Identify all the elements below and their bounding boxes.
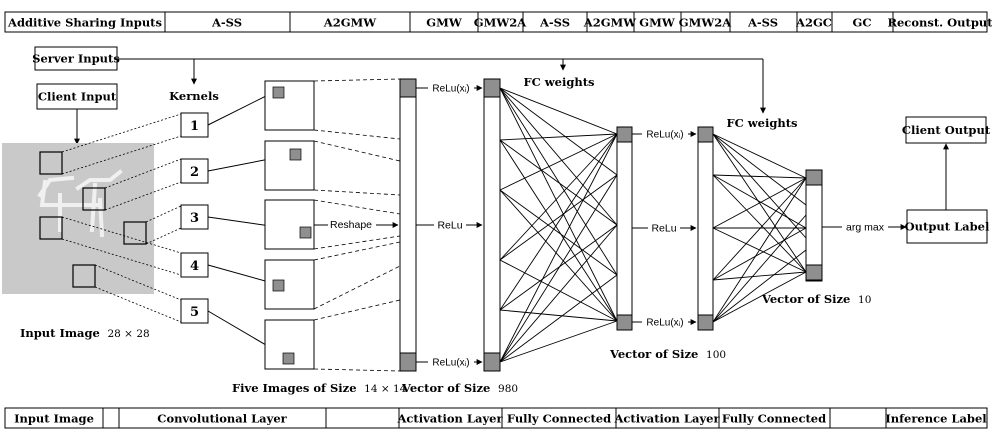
receptive-window-3 [123,221,147,245]
vector-100-post [697,126,714,331]
reshape-label: Reshape [330,219,372,231]
protocol-cell: A-SS [747,16,778,30]
protocol-cell: GMW2A [679,16,732,30]
vector-node [697,126,714,143]
feature-map-unit [272,86,285,99]
vector-node [483,352,501,372]
layer-cell: Convolutional Layer [157,412,287,426]
arg-max-label: arg max [846,222,885,234]
vector-node [399,78,417,98]
layer-bar: Input Image Convolutional Layer Activati… [4,407,988,429]
protocol-cell: GMW [426,16,463,30]
protocol-cell: A-SS [539,16,570,30]
layer-cell: Fully Connected [722,412,826,426]
kernel-number: 4 [190,259,199,274]
feature-map-2 [264,140,315,191]
fc-layer-2-connections [712,133,807,323]
reshape-dashed-lines [313,78,401,372]
vector-10-label: Vector of Size 10 [761,292,871,306]
receptive-window-2 [82,187,106,211]
input-image: Input Image 28 × 28 [2,143,154,340]
vector-node [616,314,633,331]
output-flow: arg max Output Label Client Output [822,116,991,244]
five-images-label: Five Images of Size 14 × 14 [232,381,407,395]
kernel-number: 3 [190,211,199,226]
feature-map-unit [272,279,285,292]
layer-cell: Activation Layer [613,412,720,426]
receptive-window-1 [39,151,63,175]
protocol-cell: GMW2A [474,16,527,30]
fc-weights-label-1: FC weights [523,75,594,89]
feature-map-4 [264,259,315,310]
vector-node [399,352,417,372]
client-input-flow: Client Input [36,83,118,145]
feature-map-unit [282,352,295,365]
kernel-box-1 [180,112,209,138]
output-label-text: Output Label [905,220,990,234]
protocol-cell: A-SS [211,16,242,30]
vector-100-pre: Vector of Size 100 [609,126,726,361]
relu-xi-label: ReLu(xᵢ) [432,358,469,369]
layer-cell: Fully Connected [507,412,611,426]
output-label-box [906,209,988,244]
vector-980-post: Vector of Size 980 [401,78,518,395]
feature-maps: Five Images of Size 14 × 14 [232,80,407,395]
protocol-cell: GMW [639,16,676,30]
vector-node [805,169,823,186]
vector-980-label: Vector of Size 980 [401,381,518,395]
client-input-box [36,83,118,110]
vector-10: Vector of Size 10 [761,169,871,306]
feature-map-unit [299,226,312,239]
kernel-box-5 [180,298,209,324]
relu-xi-label: ReLu(xᵢ) [646,130,683,141]
client-output-label: Client Output [902,123,991,137]
vector-980-pre [399,78,417,372]
layer-cell: Activation Layer [396,412,503,426]
kernel-box-4 [180,252,209,278]
vector-node [697,314,714,331]
relu-xi-label: ReLu(xᵢ) [646,318,683,329]
client-output-box [905,116,987,144]
vector-node [483,78,501,98]
protocol-cell: GC [853,16,872,30]
protocol-cell: A2GC [795,16,832,30]
kernel-projection-lines [61,113,182,323]
protocol-cell: A2GMW [323,16,377,30]
relu-label: ReLu [651,223,676,235]
input-image-label: Input Image 28 × 28 [20,326,150,340]
kernels: 1 2 3 4 5 [180,112,209,324]
layer-cell: Input Image [14,412,94,426]
client-input-label: Client Input [38,90,117,104]
input-digit-strokes [37,169,123,238]
protocol-cell: A2GMW [583,16,637,30]
relu-xi-label: ReLu(xᵢ) [432,84,469,95]
kernel-number: 1 [190,119,199,134]
kernels-label: Kernels [169,89,219,103]
receptive-window-5 [72,264,96,288]
fc-layer-1-connections [499,87,618,363]
server-inputs-label: Server Inputs [32,52,120,66]
protocol-cell-header: Additive Sharing Inputs [7,16,162,30]
relu-label: ReLu [437,220,462,232]
kernel-number: 5 [190,305,199,320]
vector-node [805,264,823,281]
server-inputs-flow: Server Inputs Kernels FC weights FC weig… [32,46,798,130]
kernel-box-3 [180,204,209,230]
kernel-number: 2 [190,165,199,180]
layer-cell: Inference Label [885,412,987,426]
feature-map-3 [264,199,315,250]
receptive-window-4 [39,216,63,240]
vector-node [616,126,633,143]
feature-map-1 [264,80,315,131]
protocol-bar: Additive Sharing Inputs A-SS A2GMW GMW G… [4,11,992,33]
feature-map-unit [289,148,302,161]
vector-100-label: Vector of Size 100 [609,347,726,361]
protocol-cell-output: Reconst. Output [887,16,992,30]
fc-weights-label-2: FC weights [726,116,797,130]
